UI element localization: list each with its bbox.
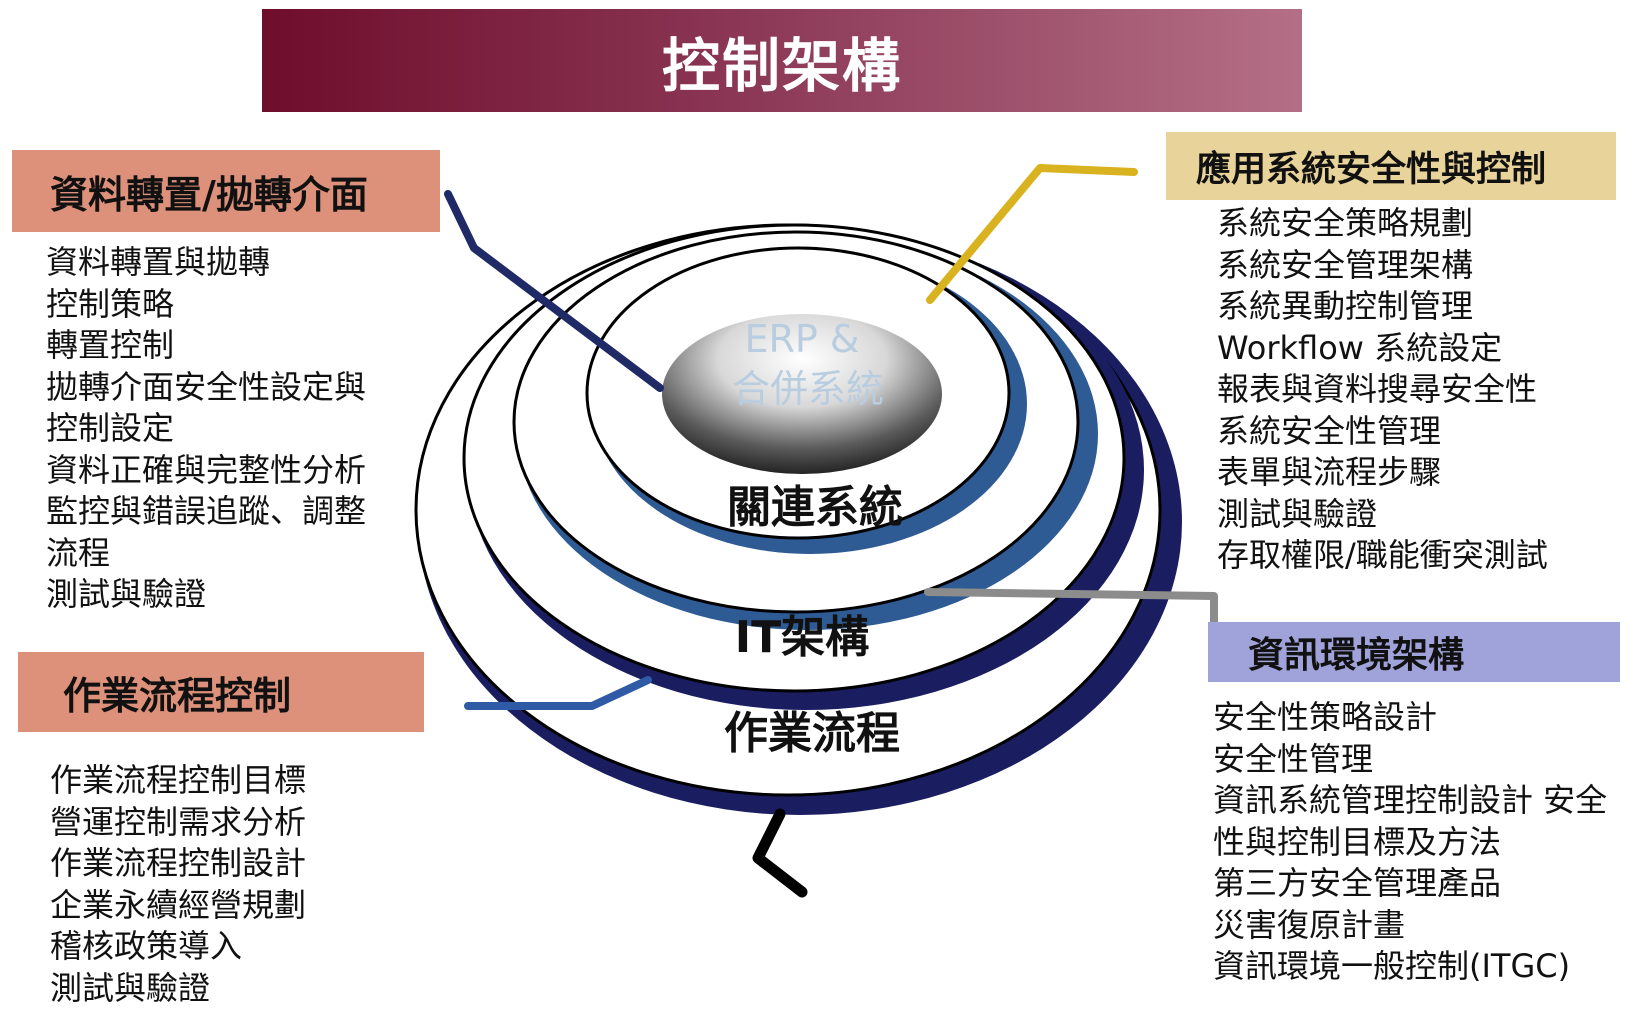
it-env-heading-box: 資訊環境架構 (1208, 622, 1620, 682)
list-item: 控制設定 (46, 408, 366, 450)
process-control-heading-box: 作業流程控制 (18, 652, 424, 732)
title-banner: 控制架構 (262, 9, 1302, 112)
related-systems-label: 關連系統 (727, 482, 903, 533)
list-item: 稽核政策導入 (50, 926, 306, 968)
app-security-heading: 應用系統安全性與控制 (1196, 141, 1546, 192)
list-item: 資訊系統管理控制設計 安全 (1213, 780, 1607, 822)
list-item: 測試與驗證 (1217, 494, 1548, 536)
list-item: 監控與錯誤追蹤、調整 (46, 491, 366, 533)
list-item: 報表與資料搜尋安全性 (1217, 369, 1548, 411)
list-item: 營運控制需求分析 (50, 802, 306, 844)
page-title: 控制架構 (662, 19, 902, 103)
list-item: 測試與驗證 (46, 574, 366, 616)
business-process-label: 作業流程 (724, 708, 900, 759)
list-item: 拋轉介面安全性設定與 (46, 367, 366, 409)
app-security-list: 系統安全策略規劃 系統安全管理架構 系統異動控制管理 Workflow 系統設定… (1217, 203, 1548, 577)
it-env-list: 安全性策略設計 安全性管理 資訊系統管理控制設計 安全 性與控制目標及方法 第三… (1213, 697, 1607, 988)
list-item: 資料正確與完整性分析 (46, 450, 366, 492)
cycle-arrowhead (758, 814, 802, 892)
erp-core-label-line1: ERP & (744, 317, 859, 361)
list-item: 測試與驗證 (50, 968, 306, 1009)
list-item: 作業流程控制設計 (50, 843, 306, 885)
list-item: 資訊環境一般控制(ITGC) (1213, 946, 1607, 988)
process-control-heading: 作業流程控制 (63, 665, 291, 720)
list-item: 系統安全管理架構 (1217, 245, 1548, 287)
list-item: 作業流程控制目標 (50, 760, 306, 802)
list-item: 資料轉置與拋轉 (46, 242, 366, 284)
list-item: 企業永續經營規劃 (50, 885, 306, 927)
app-security-heading-box: 應用系統安全性與控制 (1166, 132, 1616, 200)
list-item: 存取權限/職能衝突測試 (1217, 535, 1548, 577)
list-item: 控制策略 (46, 284, 366, 326)
list-item: 第三方安全管理產品 (1213, 863, 1607, 905)
list-item: Workflow 系統設定 (1217, 328, 1548, 370)
data-transfer-list: 資料轉置與拋轉 控制策略 轉置控制 拋轉介面安全性設定與 控制設定 資料正確與完… (46, 242, 366, 616)
list-item: 災害復原計畫 (1213, 905, 1607, 947)
list-item: 系統安全性管理 (1217, 411, 1548, 453)
data-transfer-heading: 資料轉置/拋轉介面 (50, 164, 368, 219)
it-architecture-label: IT架構 (735, 612, 869, 663)
data-transfer-heading-box: 資料轉置/拋轉介面 (12, 150, 440, 232)
process-control-list: 作業流程控制目標 營運控制需求分析 作業流程控制設計 企業永續經營規劃 稽核政策… (50, 760, 306, 1009)
it-env-heading: 資訊環境架構 (1248, 626, 1464, 678)
list-item: 系統異動控制管理 (1217, 286, 1548, 328)
list-item: 安全性策略設計 (1213, 697, 1607, 739)
list-item: 表單與流程步驟 (1217, 452, 1548, 494)
list-item: 安全性管理 (1213, 739, 1607, 781)
erp-core-label-line2: 合併系統 (732, 367, 884, 411)
list-item: 系統安全策略規劃 (1217, 203, 1548, 245)
list-item: 性與控制目標及方法 (1213, 822, 1607, 864)
list-item: 流程 (46, 533, 366, 575)
list-item: 轉置控制 (46, 325, 366, 367)
